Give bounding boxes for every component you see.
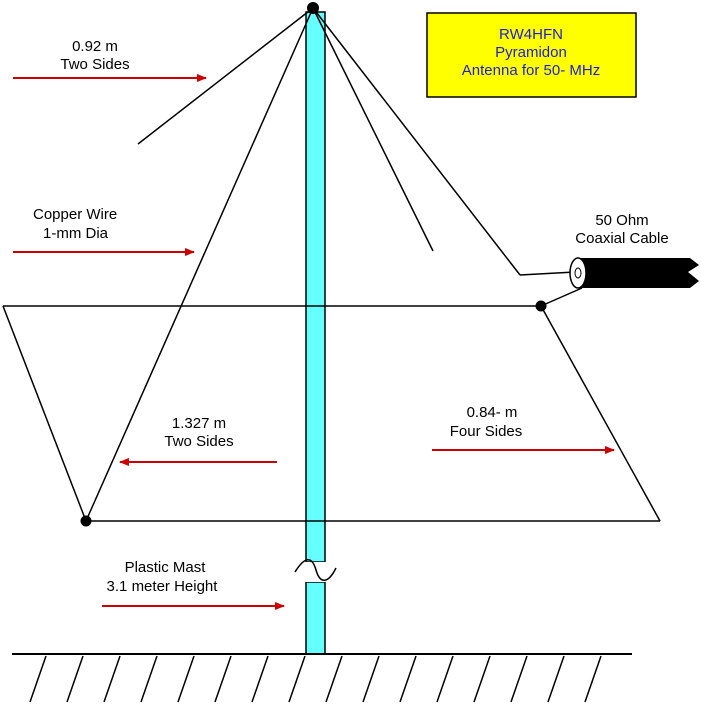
copper-wire-left xyxy=(85,7,314,522)
label-copper-wire-diameter: 1-mm Dia xyxy=(43,225,109,242)
title-callsign: RW4HFN xyxy=(499,26,563,43)
mast-break-symbol xyxy=(294,559,337,581)
label-top-wire-count: Two Sides xyxy=(60,56,129,73)
plastic-mast xyxy=(294,11,337,655)
label-frame: 0.84- m Four Sides xyxy=(450,404,523,440)
ground-hatch-mark xyxy=(436,655,454,703)
label-frame-count: Four Sides xyxy=(450,423,523,440)
label-lower-wire-count: Two Sides xyxy=(164,433,233,450)
bottom-left-node xyxy=(80,515,92,527)
top-wire-left xyxy=(137,7,314,145)
label-coax-type: Coaxial Cable xyxy=(575,230,668,247)
ground-hatch-mark xyxy=(29,655,47,703)
ground-hatch-mark xyxy=(325,655,343,703)
ground-hatch-mark xyxy=(547,655,565,703)
copper-wire-right xyxy=(312,7,521,276)
ground-hatch-mark xyxy=(177,655,195,703)
ground-hatch-mark xyxy=(362,655,380,703)
frame-left xyxy=(2,305,87,522)
top-node xyxy=(307,2,319,14)
ground-hatch-mark xyxy=(214,655,232,703)
label-copper-wire: Copper Wire 1-mm Dia xyxy=(33,206,117,242)
ground-hatch-mark xyxy=(510,655,528,703)
label-mast-height: 3.1 meter Height xyxy=(107,578,219,595)
top-wire-right xyxy=(312,7,434,252)
ground-hatch-mark xyxy=(399,655,417,703)
coaxial-cable xyxy=(569,257,699,289)
ground-hatch-mark xyxy=(288,655,306,703)
ground-hatch-mark xyxy=(473,655,491,703)
title-description: Antenna for 50- MHz xyxy=(462,62,600,79)
label-copper-wire-material: Copper Wire xyxy=(33,206,117,223)
ground-hatch-mark xyxy=(140,655,158,703)
title-name: Pyramidon xyxy=(495,44,567,61)
label-coax: 50 Ohm Coaxial Cable xyxy=(575,212,668,247)
label-coax-impedance: 50 Ohm xyxy=(595,212,648,229)
label-mast: Plastic Mast 3.1 meter Height xyxy=(107,559,219,595)
title-box: RW4HFN Pyramidon Antenna for 50- MHz xyxy=(426,12,637,98)
coax-shield-wire xyxy=(540,287,583,307)
label-frame-length: 0.84- m xyxy=(467,404,518,421)
ground-hatch-mark xyxy=(66,655,84,703)
label-lower-wire: 1.327 m Two Sides xyxy=(164,415,233,450)
label-top-wire-length: 0.92 m xyxy=(72,38,118,55)
arrows xyxy=(13,74,615,610)
ground xyxy=(12,653,632,703)
ground-hatch-mark xyxy=(584,655,602,703)
antenna-wires xyxy=(2,7,661,522)
frame-right xyxy=(540,305,661,522)
label-top-wire: 0.92 m Two Sides xyxy=(60,38,129,73)
label-mast-material: Plastic Mast xyxy=(125,559,207,576)
ground-hatch-mark xyxy=(251,655,269,703)
feed-wire xyxy=(519,271,576,276)
ground-hatch-mark xyxy=(103,655,121,703)
feed-node xyxy=(535,300,547,312)
label-lower-wire-length: 1.327 m xyxy=(172,415,226,432)
title-box-background xyxy=(426,12,637,98)
